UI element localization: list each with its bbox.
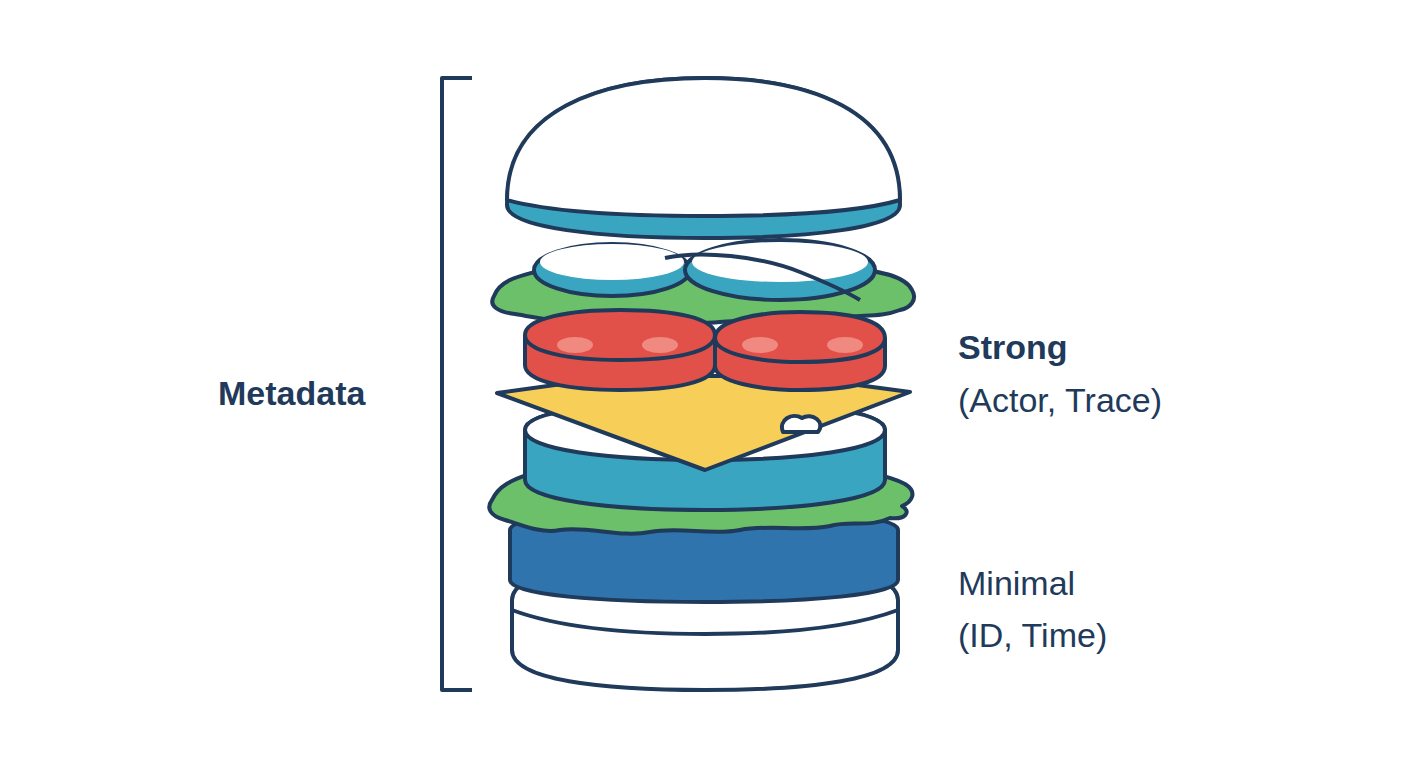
level-detail: (ID, Time)	[958, 615, 1107, 655]
cheese	[497, 376, 910, 470]
cheese-hole	[782, 416, 820, 432]
bracket	[442, 78, 472, 690]
tomato	[525, 310, 715, 390]
tomato	[715, 312, 885, 390]
bracket-label: Metadata	[218, 373, 365, 413]
onion-edge	[665, 254, 860, 300]
level-detail: (Actor, Trace)	[958, 380, 1162, 420]
top-bun	[507, 78, 900, 238]
top-bun-dome	[507, 78, 900, 216]
level-label: Minimal	[958, 563, 1075, 603]
tomato-edge	[715, 338, 885, 362]
level-label: Strong	[958, 327, 1068, 367]
onion-ring	[534, 244, 690, 296]
tomato-edge	[525, 335, 715, 360]
bun-line	[512, 610, 898, 634]
